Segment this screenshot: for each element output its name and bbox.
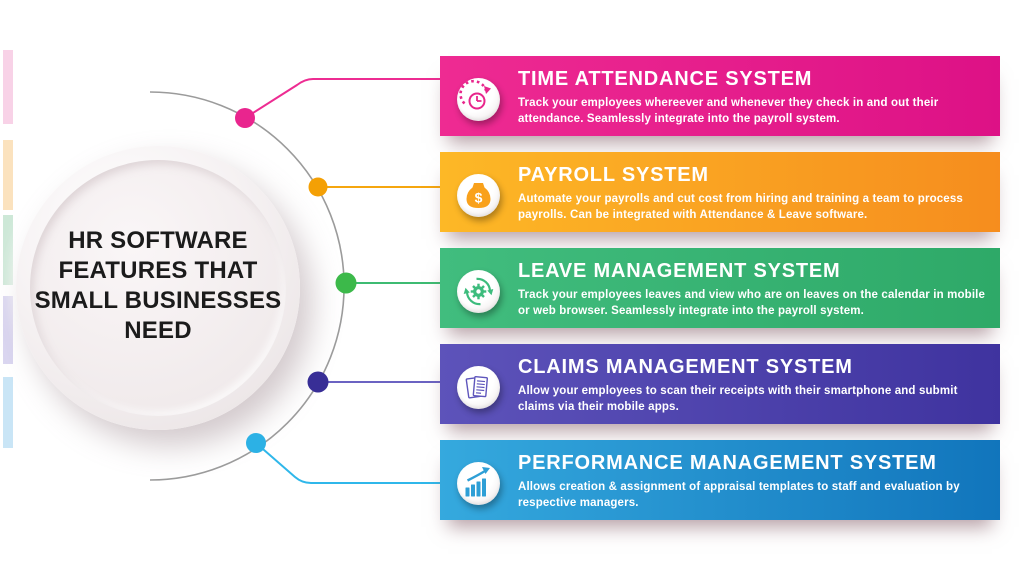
connector-line-performance xyxy=(255,442,440,484)
feature-description-leave: Track your employees leaves and view who… xyxy=(518,289,986,317)
hub-circle-inner xyxy=(30,160,286,416)
feature-description-claims: Allow your employees to scan their recei… xyxy=(518,385,958,413)
clock-icon xyxy=(459,79,491,110)
hub-title: HR SOFTWARE FEATURES THAT SMALL BUSINESS… xyxy=(28,226,288,346)
sync-gear-icon xyxy=(463,277,494,306)
hub-title-line: NEED xyxy=(124,317,192,344)
node-dot-payroll xyxy=(308,177,328,197)
left-strip-lavender xyxy=(3,296,13,364)
node-dot-time-attendance xyxy=(235,108,255,128)
performance-icon-badge xyxy=(457,462,500,505)
orbit-arc xyxy=(149,91,345,481)
feature-description-performance: Allows creation & assignment of appraisa… xyxy=(518,481,960,509)
hub-title-line: FEATURES THAT xyxy=(58,257,258,284)
node-dot-claims xyxy=(307,371,329,393)
feature-heading-claims: CLAIMS MANAGEMENT SYSTEM xyxy=(518,356,853,378)
feature-heading-leave: LEAVE MANAGEMENT SYSTEM xyxy=(518,260,841,282)
receipts-icon xyxy=(465,376,489,399)
time-attendance-icon-badge xyxy=(457,78,500,121)
feature-band-performance: PERFORMANCE MANAGEMENT SYSTEM Allows cre… xyxy=(440,440,1000,520)
node-dot-performance xyxy=(246,433,266,453)
hub-circle xyxy=(16,146,300,430)
feature-description-time-attendance: Track your employees whereever and whene… xyxy=(518,97,939,125)
growth-chart-icon xyxy=(465,467,490,497)
feature-heading-performance: PERFORMANCE MANAGEMENT SYSTEM xyxy=(518,452,937,474)
left-strip-blue xyxy=(3,377,13,448)
feature-band-payroll: $ PAYROLL SYSTEM Automate your payrolls … xyxy=(440,152,1000,232)
hub-title-line: SMALL BUSINESSES xyxy=(34,287,282,314)
hub-title-line: HR SOFTWARE xyxy=(68,227,248,254)
dollar-sign: $ xyxy=(475,190,483,206)
left-strip-peach xyxy=(3,140,13,210)
claims-icon-badge xyxy=(457,366,500,409)
feature-band-claims: CLAIMS MANAGEMENT SYSTEM Allow your empl… xyxy=(440,344,1000,424)
feature-band-time-attendance: TIME ATTENDANCE SYSTEM Track your employ… xyxy=(440,56,1000,136)
money-bag-icon: $ xyxy=(466,183,491,208)
feature-band-leave: LEAVE MANAGEMENT SYSTEM Track your emplo… xyxy=(440,248,1000,328)
leave-icon-badge xyxy=(457,270,500,313)
node-dot-leave xyxy=(335,272,357,294)
feature-heading-payroll: PAYROLL SYSTEM xyxy=(518,164,709,186)
left-strip-green xyxy=(3,215,13,285)
feature-description-payroll: Automate your payrolls and cut cost from… xyxy=(518,193,963,221)
payroll-icon-badge: $ xyxy=(457,174,500,217)
connector-line-time-attendance xyxy=(244,78,440,119)
feature-heading-time-attendance: TIME ATTENDANCE SYSTEM xyxy=(518,68,813,90)
left-strip-pink xyxy=(3,50,13,124)
